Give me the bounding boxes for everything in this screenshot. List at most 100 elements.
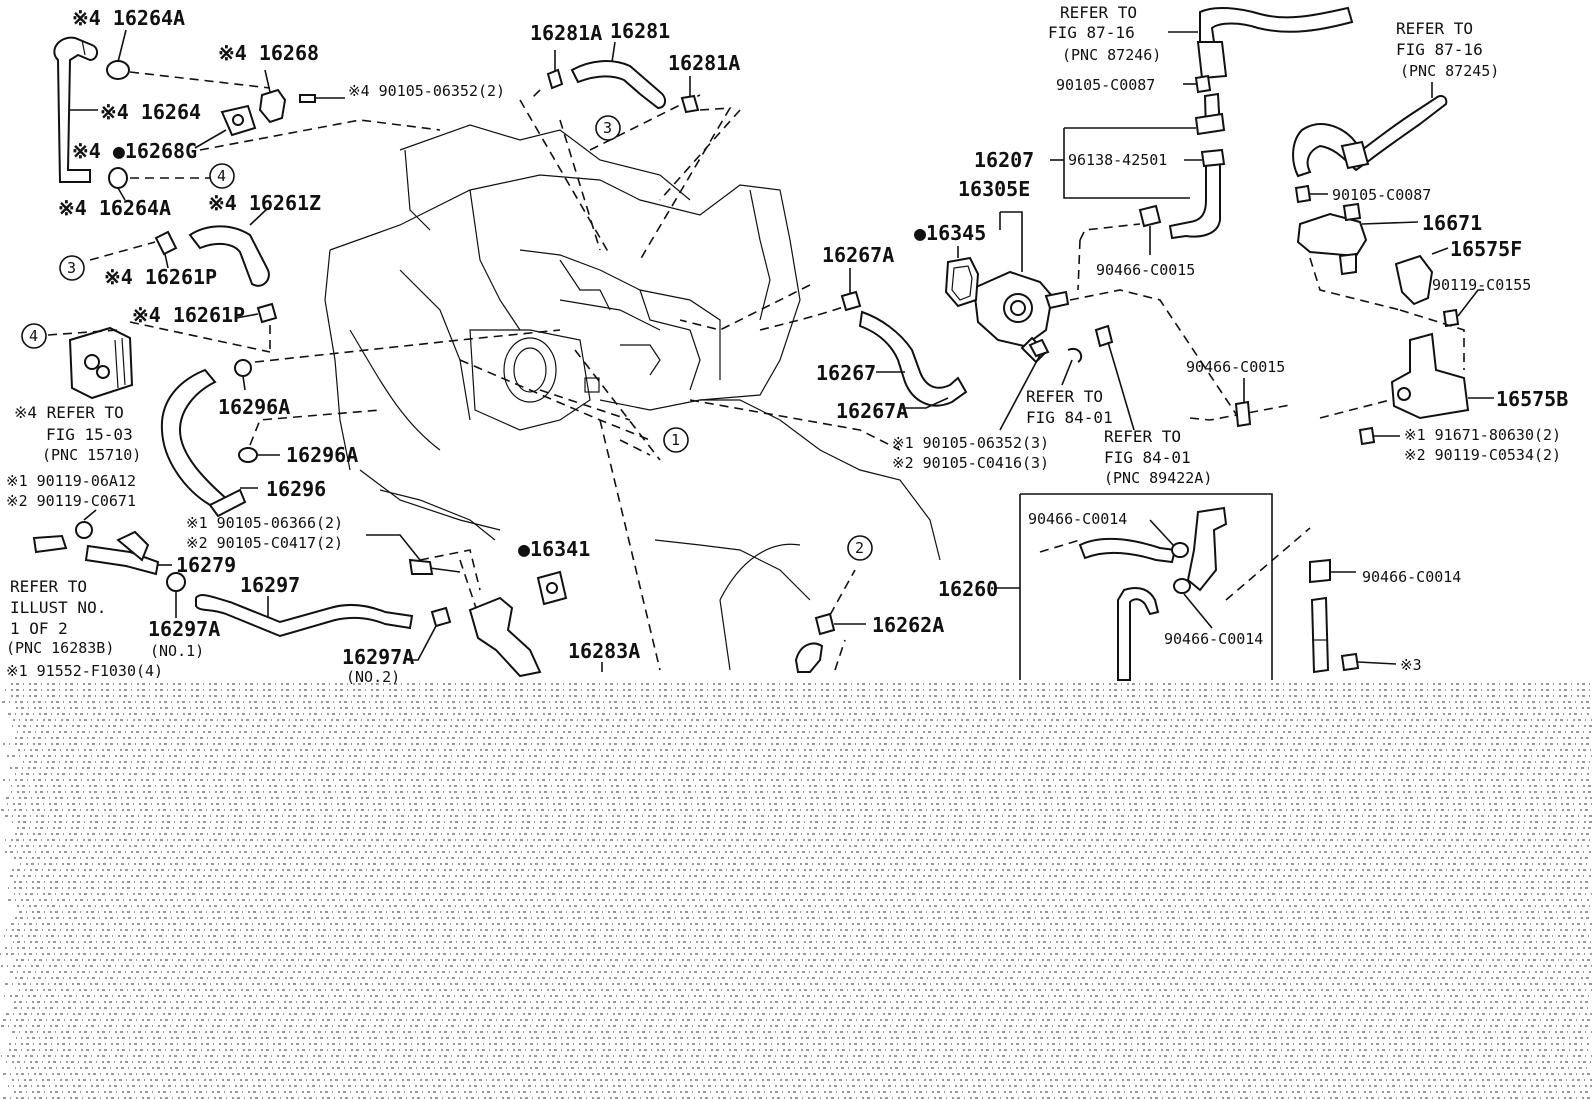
callout-1: 1	[671, 431, 680, 449]
callout-4b: 4	[29, 327, 38, 345]
label-90119-06A12: ※1 90119-06A12	[6, 472, 136, 490]
bracket-16575F	[1394, 247, 1449, 306]
callout-3a: 3	[603, 119, 612, 137]
label-16261P-b: ※4 16261P	[132, 303, 245, 327]
sensor-16207	[1168, 92, 1226, 240]
label-90466-C0014-c: 90466-C0014	[1362, 568, 1461, 586]
label-refer-84-01-b1: REFER TO	[1104, 427, 1181, 446]
label-16262A: 16262A	[872, 613, 944, 637]
label-90119-C0671: ※2 90119-C0671	[6, 492, 136, 510]
clamp-C0014-right	[1309, 558, 1356, 584]
clamp-16261P-b	[235, 302, 278, 324]
bolt-bracket	[75, 509, 97, 539]
circle-callout-4a	[209, 163, 235, 189]
label-refer-87-16-b2: FIG 87-16	[1396, 40, 1483, 59]
label-bolt-06352-top: ※4 90105-06352(2)	[348, 82, 505, 100]
gasket-16345	[944, 246, 980, 308]
water-inlet-16305E	[972, 211, 1070, 364]
sensor-16671	[1296, 202, 1419, 276]
label-16267A-b: 16267A	[836, 399, 908, 423]
oil-cooler-15710	[68, 326, 134, 400]
label-16296A-a: 16296A	[218, 395, 290, 419]
bolt-C0087-b	[1294, 184, 1328, 204]
label-16305E: 16305E	[958, 177, 1030, 201]
label-91552-F1030: ※1 91552-F1030(4)	[6, 662, 163, 680]
label-no1: (NO.1)	[150, 642, 204, 660]
label-refer-15-03-c: (PNC 15710)	[42, 446, 141, 464]
label-16345: ●16345	[914, 221, 986, 245]
label-16575B: 16575B	[1496, 387, 1568, 411]
label-16296A-b: 16296A	[286, 443, 358, 467]
label-90119-C0155: 90119-C0155	[1432, 276, 1531, 294]
label-16281: 16281	[610, 19, 670, 43]
hose-16281	[570, 41, 666, 110]
label-90466-C0015-a: 90466-C0015	[1096, 261, 1195, 279]
hose-16264	[53, 36, 98, 183]
label-refer-87-16-b3: (PNC 87245)	[1400, 62, 1499, 80]
label-16267A-a: 16267A	[822, 243, 894, 267]
label-16260: 16260	[938, 577, 998, 601]
label-16671: 16671	[1422, 211, 1482, 235]
hose-16261Z	[188, 207, 270, 287]
label-refer-15-03-a: ※4 REFER TO	[14, 403, 124, 422]
label-90105-C0087-b: 90105-C0087	[1332, 186, 1431, 204]
callout-3b: 3	[67, 259, 76, 277]
hose-right-bottom	[1310, 596, 1330, 674]
circle-callout-3b	[59, 255, 85, 281]
label-16281A-b: 16281A	[668, 51, 740, 75]
clamp-16261P-a	[154, 230, 178, 269]
bolt-80630	[1358, 426, 1400, 446]
clamp-16264A-bottom	[108, 167, 128, 201]
hose-16297	[195, 594, 414, 638]
water-outlet-16283A	[468, 570, 568, 678]
label-90119-C0534: ※2 90119-C0534(2)	[1404, 446, 1561, 464]
label-16207: 16207	[974, 148, 1034, 172]
label-16341: ●16341	[518, 537, 590, 561]
clamp-16281A-a	[546, 50, 564, 90]
label-90105-C0087-a: 90105-C0087	[1056, 76, 1155, 94]
label-16283A: 16283A	[568, 639, 640, 663]
label-refer-84-01-b2: FIG 84-01	[1104, 448, 1191, 467]
labels: ※4 16264A ※4 16268 ※4 90105-06352(2) ※4 …	[6, 3, 1568, 686]
part-16268	[258, 69, 287, 124]
label-16264A-top: ※4 16264A	[72, 6, 185, 30]
label-16268G: ※4 ●16268G	[72, 139, 197, 163]
label-refer-15-03-b: FIG 15-03	[46, 425, 133, 444]
clamp-16281A-b	[680, 76, 700, 114]
label-16264: ※4 16264	[100, 100, 201, 124]
clamp-16264A-top	[106, 29, 130, 80]
box-16260	[994, 493, 1273, 681]
clamp-16296A-a	[234, 359, 252, 391]
circle-callout-1	[663, 427, 689, 453]
bolt-top-left	[299, 94, 345, 103]
label-91671-80630: ※1 91671-80630(2)	[1404, 426, 1561, 444]
label-16268: ※4 16268	[218, 41, 319, 65]
clamp-16297A-no1	[166, 572, 186, 618]
clamp-16262A	[814, 612, 866, 636]
label-16281A-a: 16281A	[530, 21, 602, 45]
label-refer-illust-a: REFER TO	[10, 577, 87, 596]
label-refer-87-16-a2: FIG 87-16	[1048, 23, 1135, 42]
label-no2: (NO.2)	[346, 668, 400, 686]
label-refer-87-16-a1: REFER TO	[1060, 3, 1137, 22]
label-refer-84-01-a2: FIG 84-01	[1026, 408, 1113, 427]
label-90466-C0014-a: 90466-C0014	[1028, 510, 1127, 528]
circle-callout-4b	[21, 323, 47, 349]
clamp-C0015-b	[1234, 378, 1252, 428]
hose-16267	[858, 310, 968, 409]
bracket-16575B	[1390, 332, 1494, 420]
label-90105-C0416: ※2 90105-C0416(3)	[892, 454, 1049, 472]
label-90466-C0014-b: 90466-C0014	[1164, 630, 1263, 648]
clamp-16296A-b	[238, 447, 280, 463]
label-96138-42501: 96138-42501	[1068, 151, 1167, 169]
label-16297: 16297	[240, 573, 300, 597]
label-90105-C0417: ※2 90105-C0417(2)	[186, 534, 343, 552]
bolt-mark3	[1340, 652, 1397, 672]
callout-2: 2	[855, 539, 864, 557]
hose-87245	[1292, 82, 1448, 178]
label-90466-C0015-b: 90466-C0015	[1186, 358, 1285, 376]
label-refer-84-01-b3: (PNC 89422A)	[1104, 469, 1212, 487]
label-16297A-no1: 16297A	[148, 617, 220, 641]
circle-callout-3a	[595, 115, 621, 141]
